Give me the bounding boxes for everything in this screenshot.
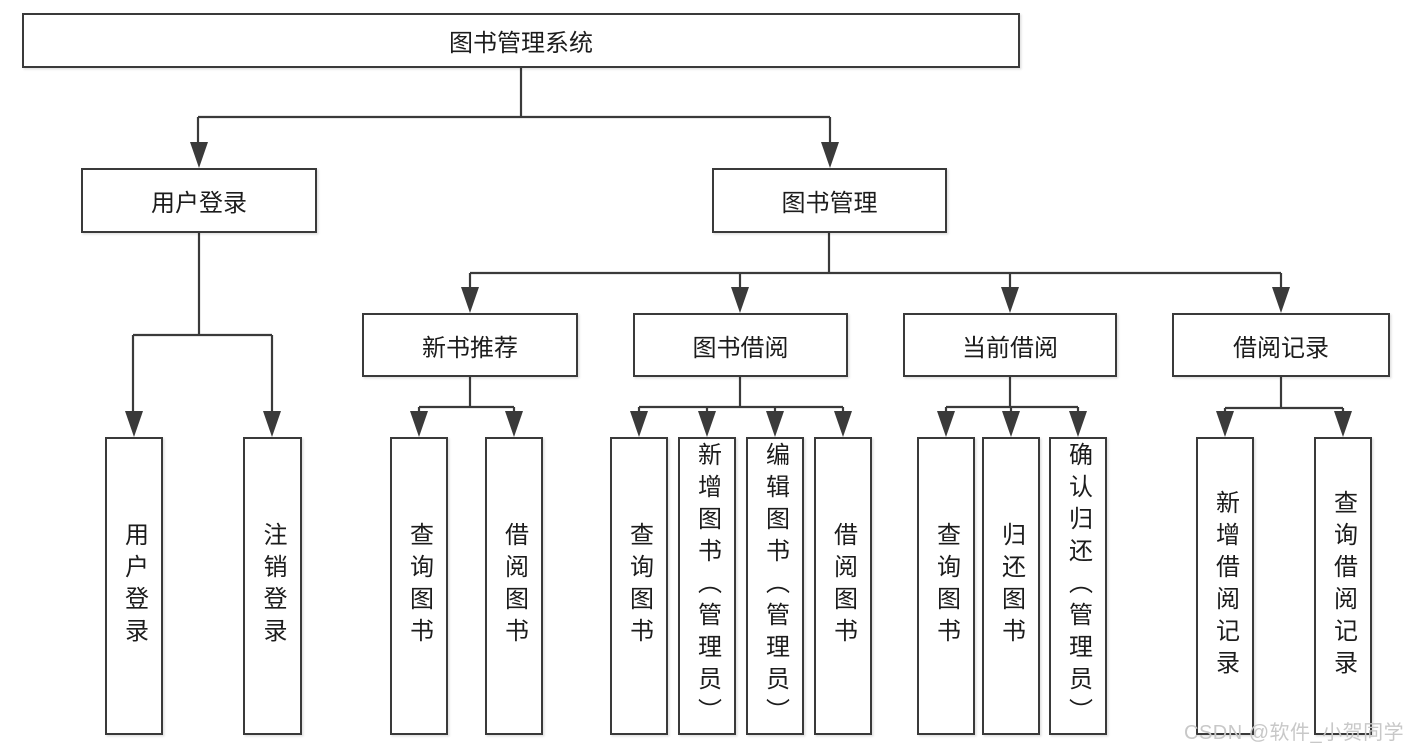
connector-book-borrow-branch [637,377,845,413]
leaf-borrowing-borrow-books: 借阅图书 [814,437,872,735]
connector-new-book-branch [417,377,516,413]
arrowhead [766,411,784,437]
leaf-current-return-books: 归还图书 [982,437,1040,735]
leaf-records-add-borrow-record: 新增借阅记录 [1196,437,1254,735]
leaf-logout: 注销登录 [243,437,302,735]
node-borrowing-records: 借阅记录 [1172,313,1390,377]
connector-root-to-level2 [196,68,832,144]
leaf-borrowing-add-books-admin: 新增图书（管理员） [678,437,736,735]
node-book-borrowing: 图书借阅 [633,313,848,377]
arrowhead [937,411,955,437]
connector-user-login-branch [131,233,274,413]
node-current-borrowing: 当前借阅 [903,313,1117,377]
leaf-current-query-books: 查询图书 [917,437,975,735]
arrowhead [505,411,523,437]
node-library-management-system: 图书管理系统 [22,13,1020,68]
connector-borrow-records-branch [1223,377,1345,413]
leaf-recommend-query-books: 查询图书 [390,437,448,735]
leaf-user-login: 用户登录 [105,437,163,735]
arrowhead [821,142,839,168]
node-new-book-recommendation: 新书推荐 [362,313,578,377]
leaf-borrowing-edit-books-admin: 编辑图书（管理员） [746,437,804,735]
watermark: CSDN @软件_小贺同学 [1184,722,1405,744]
arrowhead [263,411,281,437]
leaf-records-query-borrow-record: 查询借阅记录 [1314,437,1372,735]
arrowhead [1069,411,1087,437]
arrowhead [125,411,143,437]
arrowhead [834,411,852,437]
arrowhead [630,411,648,437]
arrowhead [410,411,428,437]
arrowhead [1002,411,1020,437]
leaf-recommend-borrow-books: 借阅图书 [485,437,543,735]
arrowhead [1272,287,1290,313]
node-book-management: 图书管理 [712,168,947,233]
arrowhead [461,287,479,313]
arrowhead [190,142,208,168]
leaf-current-confirm-return-admin: 确认归还（管理员） [1049,437,1107,735]
arrowhead [731,287,749,313]
connector-book-mgmt-branch [468,233,1283,289]
arrowhead [698,411,716,437]
connector-current-borrow-branch [944,377,1080,413]
arrowhead [1334,411,1352,437]
node-user-login: 用户登录 [81,168,317,233]
arrowhead [1216,411,1234,437]
leaf-borrowing-query-books: 查询图书 [610,437,668,735]
arrowhead [1001,287,1019,313]
